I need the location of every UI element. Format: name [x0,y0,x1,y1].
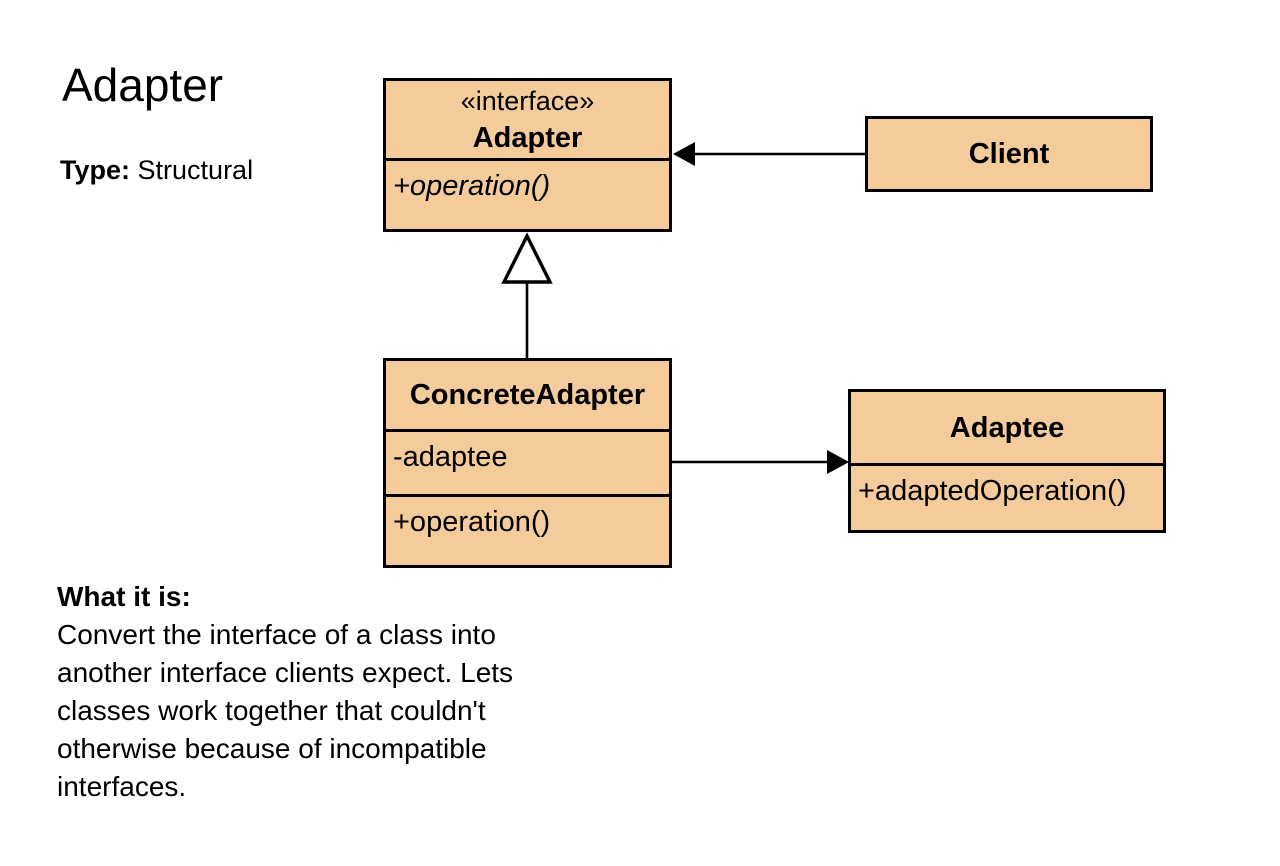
description-line: Convert the interface of a class into [57,619,496,650]
operation-adapted-operation: +adaptedOperation() [858,475,1127,507]
class-name-adapter: Adapter [472,121,583,154]
class-box-concrete-adapter: ConcreteAdapter -adaptee +operation() [383,358,672,568]
operation-adapter-operation: +operation() [393,170,551,202]
class-header-client: Client [868,119,1150,189]
pattern-type-value: Structural [137,155,254,185]
class-box-client: Client [865,116,1153,192]
class-name-concrete-adapter: ConcreteAdapter [409,379,646,411]
association-concreteadapter-to-adaptee-arrow [672,450,849,474]
association-client-to-adapter-arrow [673,142,865,166]
page-title: Adapter [62,59,224,111]
attribute-adaptee-field: -adaptee [386,432,669,497]
realization-concreteadapter-to-adapter-arrow [501,232,553,358]
filled-arrowhead-right-icon [827,450,849,474]
class-header-adaptee: Adaptee [851,392,1163,466]
class-header-concrete-adapter: ConcreteAdapter [386,361,669,432]
stereotype-label: «interface» [460,85,595,116]
description-line: interfaces. [57,771,187,802]
pattern-type-line: Type: Structural [60,153,253,187]
description-line: classes work together that couldn't [57,695,486,726]
operation-concrete-adapter-operation: +operation() [393,506,551,538]
description-line: another interface clients expect. Lets [57,657,514,688]
description-heading: What it is: [57,581,191,612]
description-line: otherwise because of incompatible [57,733,487,764]
class-box-adaptee: Adaptee +adaptedOperation() [848,389,1166,533]
hollow-triangle-arrowhead-icon [501,232,553,284]
pattern-type-label: Type: [60,155,131,185]
description-block: What it is: Convert the interface of a c… [57,578,513,806]
class-name-adaptee: Adaptee [949,411,1065,444]
filled-arrowhead-left-icon [673,142,695,166]
class-header-adapter-interface: «interface» Adapter [386,81,669,161]
class-box-adapter-interface: «interface» Adapter +operation() [383,78,672,232]
class-name-client: Client [968,138,1050,170]
